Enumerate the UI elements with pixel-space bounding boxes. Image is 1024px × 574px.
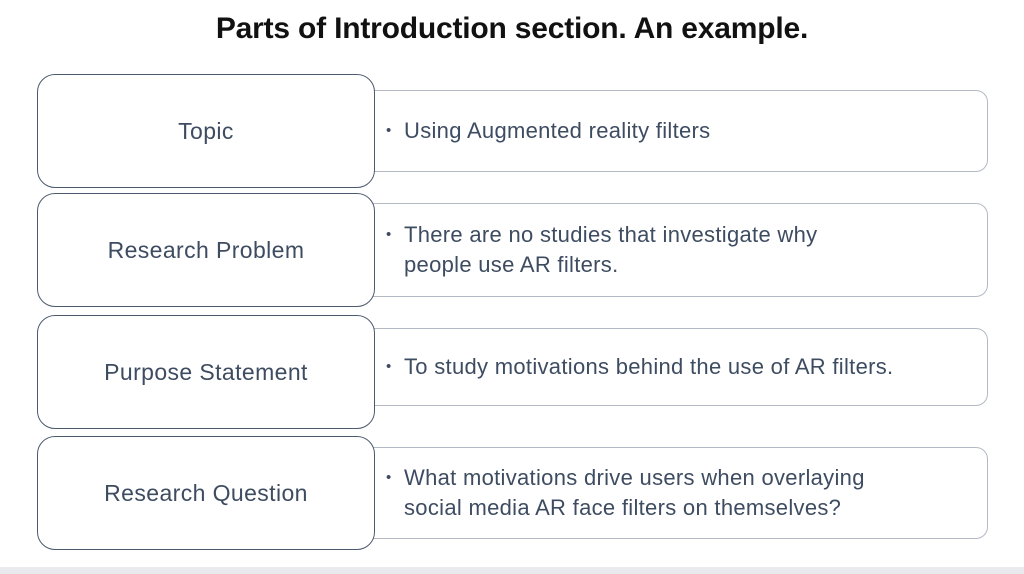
bullet-item: • There are no studies that investigate … — [386, 220, 817, 280]
label-text-research-question: Research Question — [104, 479, 308, 506]
label-box-research-problem: Research Problem — [37, 193, 375, 307]
bullet-text: There are no studies that investigate wh… — [404, 220, 817, 280]
bullet-text: What motivations drive users when overla… — [404, 463, 865, 523]
bullet-line: There are no studies that investigate wh… — [404, 222, 818, 247]
label-text-research-problem: Research Problem — [107, 236, 305, 263]
label-text-topic: Topic — [178, 117, 234, 144]
bullet-text: To study motivations behind the use of A… — [404, 352, 893, 382]
bullet-item: • What motivations drive users when over… — [386, 463, 865, 523]
content-box-topic: • Using Augmented reality filters — [358, 90, 988, 172]
bullet-line: people use AR filters. — [404, 252, 619, 277]
bullet-line: What motivations drive users when overla… — [404, 465, 865, 490]
slide-bottom-edge — [0, 567, 1024, 574]
content-box-research-problem: • There are no studies that investigate … — [358, 203, 988, 297]
bullet-icon: • — [386, 358, 392, 375]
label-box-research-question: Research Question — [37, 436, 375, 550]
label-box-topic: Topic — [37, 74, 375, 188]
bullet-text: Using Augmented reality filters — [404, 116, 710, 146]
bullet-icon: • — [386, 226, 392, 243]
bullet-item: • To study motivations behind the use of… — [386, 352, 893, 382]
bullet-line: To study motivations behind the use of A… — [404, 354, 894, 379]
content-box-research-question: • What motivations drive users when over… — [358, 447, 988, 539]
slide-title: Parts of Introduction section. An exampl… — [215, 12, 809, 45]
bullet-line: social media AR face filters on themselv… — [404, 495, 842, 520]
bullet-line: Using Augmented reality filters — [404, 118, 711, 143]
content-box-purpose-statement: • To study motivations behind the use of… — [358, 328, 988, 406]
label-box-purpose-statement: Purpose Statement — [37, 315, 375, 429]
bullet-icon: • — [386, 122, 392, 139]
bullet-icon: • — [386, 469, 392, 486]
label-text-purpose-statement: Purpose Statement — [104, 358, 308, 385]
bullet-item: • Using Augmented reality filters — [386, 116, 710, 146]
